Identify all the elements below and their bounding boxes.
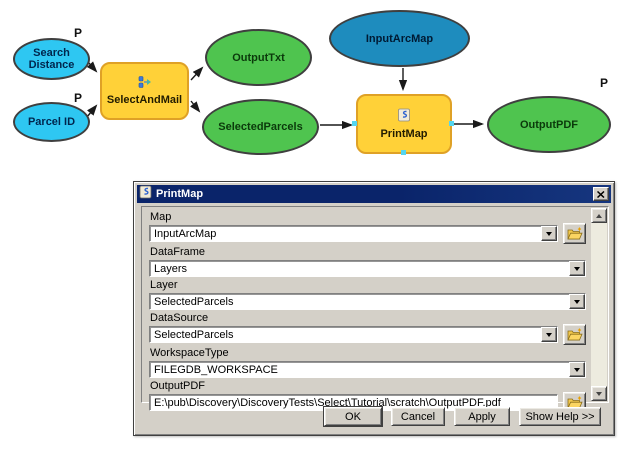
connection-handle[interactable] [352, 121, 357, 126]
dropdown-arrow-icon[interactable] [541, 327, 557, 342]
dataframe-combo[interactable]: Layers [149, 260, 586, 277]
tool-label: PrintMap [380, 128, 428, 140]
variable-output-pdf[interactable]: OutputPDF [487, 96, 611, 153]
form-scrollbar[interactable] [591, 208, 607, 401]
workspacetype-label: WorkspaceType [150, 347, 229, 359]
connector-arrows [86, 61, 485, 130]
dataframe-combo-value: Layers [154, 263, 188, 275]
datasource-browse-button[interactable] [563, 324, 586, 345]
scroll-up-icon [596, 213, 602, 218]
connection-handle[interactable] [449, 121, 454, 126]
workspacetype-combo[interactable]: FILEGDB_WORKSPACE [149, 361, 586, 378]
map-combo-value: InputArcMap [154, 228, 217, 240]
outputpdf-input[interactable] [149, 394, 558, 411]
parameter-label: P [74, 91, 83, 105]
apply-button[interactable]: Apply [454, 407, 510, 426]
show-help-button[interactable]: Show Help >> [519, 407, 601, 426]
script-icon [139, 185, 152, 204]
dropdown-arrow-icon[interactable] [569, 261, 585, 276]
model-tool-icon [138, 76, 152, 91]
scroll-down-icon [596, 391, 602, 396]
map-combo[interactable]: InputArcMap [149, 225, 558, 242]
dialog-title: PrintMap [156, 188, 204, 200]
close-button[interactable] [593, 187, 609, 201]
workspacetype-combo-value: FILEGDB_WORKSPACE [154, 364, 278, 376]
ok-button[interactable]: OK [324, 407, 382, 426]
tool-select-and-mail[interactable]: SelectAndMail [100, 62, 189, 120]
layer-combo-value: SelectedParcels [154, 296, 234, 308]
tool-label: SelectAndMail [106, 94, 183, 106]
scroll-down-button[interactable] [591, 386, 607, 401]
variable-search-distance[interactable]: Search Distance [13, 38, 90, 80]
printmap-dialog: PrintMap Map InputArcMap [133, 181, 615, 436]
close-icon [597, 190, 605, 198]
variable-parcel-id[interactable]: Parcel ID [13, 102, 90, 142]
browse-folder-icon [566, 227, 583, 240]
datasource-combo-value: SelectedParcels [154, 329, 234, 341]
dropdown-arrow-icon[interactable] [541, 226, 557, 241]
dropdown-arrow-icon[interactable] [569, 362, 585, 377]
dialog-form-panel: Map InputArcMap DataFrame La [141, 206, 609, 413]
cancel-button[interactable]: Cancel [391, 407, 445, 426]
tool-print-map[interactable]: PrintMap [356, 94, 452, 154]
parameter-label: P [600, 76, 609, 90]
dropdown-arrow-icon[interactable] [569, 294, 585, 309]
dataframe-label: DataFrame [150, 246, 206, 258]
variable-selected-parcels[interactable]: SelectedParcels [202, 99, 319, 155]
browse-folder-icon [566, 328, 583, 341]
scroll-up-button[interactable] [591, 208, 607, 223]
layer-combo[interactable]: SelectedParcels [149, 293, 586, 310]
datasource-combo[interactable]: SelectedParcels [149, 326, 558, 343]
layer-label: Layer [150, 279, 178, 291]
model-diagram: P P P Search Distance Parcel ID SelectAn… [0, 0, 628, 180]
variable-output-txt[interactable]: OutputTxt [205, 29, 312, 86]
connection-handle[interactable] [401, 150, 406, 155]
datasource-label: DataSource [150, 312, 209, 324]
map-label: Map [150, 211, 172, 223]
outputpdf-label: OutputPDF [150, 380, 206, 392]
dialog-titlebar[interactable]: PrintMap [137, 185, 611, 203]
variable-input-arcmap[interactable]: InputArcMap [329, 10, 470, 67]
dialog-button-row: OK Cancel Apply Show Help >> [324, 407, 601, 426]
map-browse-button[interactable] [563, 223, 586, 244]
script-tool-icon [398, 108, 410, 125]
parameter-label: P [74, 26, 83, 40]
